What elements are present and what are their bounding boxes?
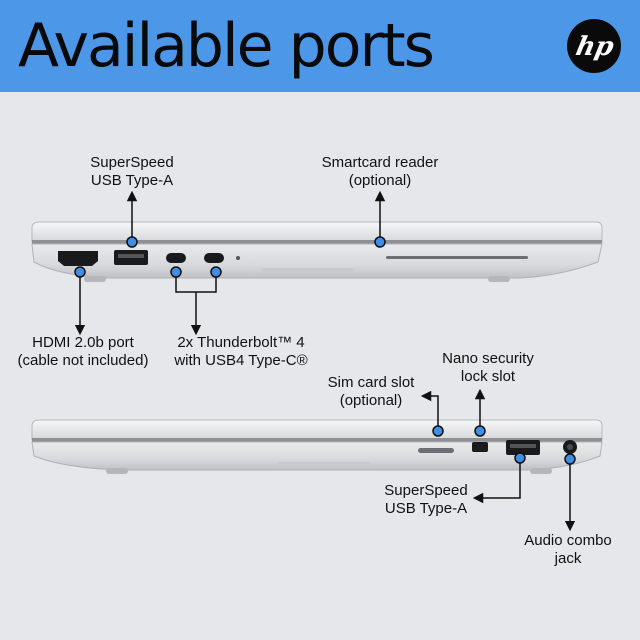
thunderbolt-port-2 [204,253,224,263]
label-usb-a-bottom: SuperSpeed USB Type-A [384,482,468,517]
hdmi-port [58,251,98,266]
page-title: Available ports [18,11,435,81]
label-usb-a-top: SuperSpeed USB Type-A [90,154,174,189]
callouts-top [74,190,386,336]
callouts-bottom [420,388,576,532]
label-thunderbolt: 2x Thunderbolt™ 4 with USB4 Type-C® [174,334,308,369]
thunderbolt-port-1 [166,253,186,263]
markers-bottom [432,425,576,465]
label-nano-security-lock: Nano security lock slot [442,350,534,385]
label-smartcard-reader: Smartcard reader (optional) [321,154,439,189]
nano-lock-slot [472,442,488,452]
smartcard-slot [386,256,528,259]
laptop-right-side [31,419,603,474]
header-banner [0,0,640,92]
label-hdmi: HDMI 2.0b port (cable not included) [17,334,149,369]
hp-logo-text: hp [573,31,617,62]
hp-logo: hp [567,19,621,73]
laptop-left-side [31,221,603,282]
label-sim-card-slot: Sim card slot (optional) [327,374,415,409]
sim-card-slot [418,448,454,453]
markers-top [74,236,386,278]
label-audio-combo-jack: Audio combo jack [524,532,612,567]
